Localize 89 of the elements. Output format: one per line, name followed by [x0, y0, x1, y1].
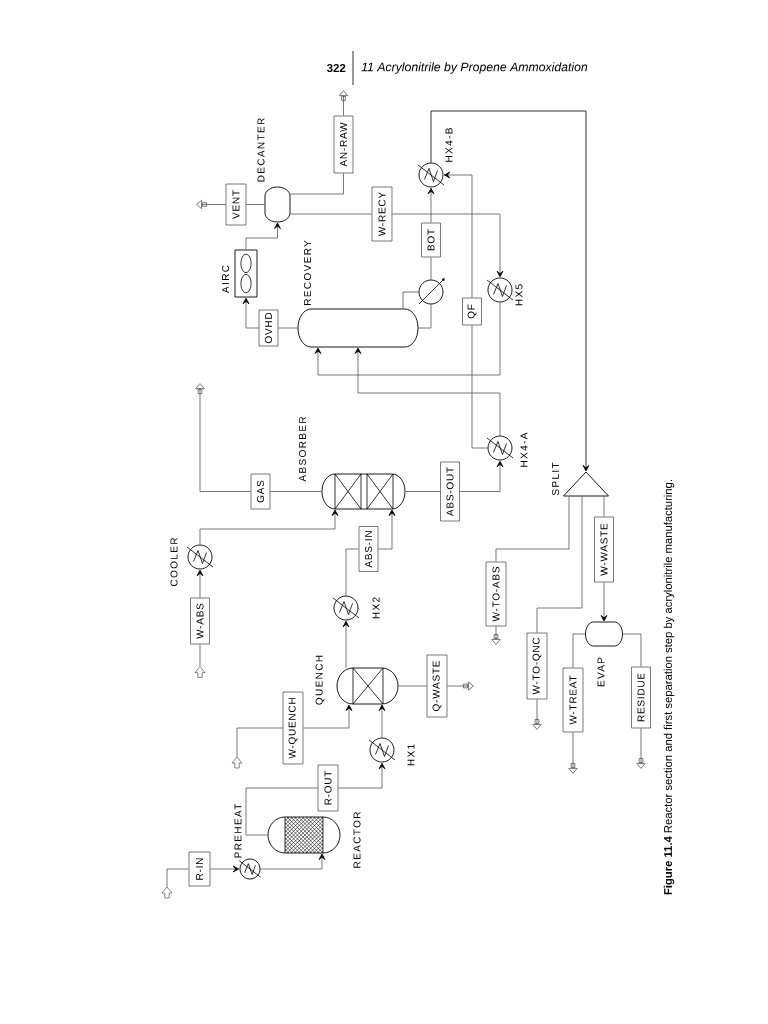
- unit-label: SPLIT: [551, 462, 559, 496]
- stream-label: AN-RAW: [333, 115, 354, 174]
- flow-line: [245, 787, 319, 836]
- stream-label: R-OUT: [317, 764, 339, 812]
- flow-line: [622, 633, 642, 668]
- flow-line: [196, 199, 227, 210]
- flow-line: [260, 853, 326, 870]
- flow-line: [199, 509, 339, 545]
- flow-line: [314, 302, 501, 376]
- flow-line: [636, 727, 646, 769]
- flow-line: [289, 172, 344, 195]
- flow-line: [572, 633, 586, 669]
- flow-line: [446, 681, 474, 691]
- unit-label: HX5: [515, 284, 523, 306]
- stream-label: OVHD: [258, 309, 279, 347]
- flow-line: [338, 90, 349, 117]
- flow-line: [345, 548, 360, 596]
- flow-line: [568, 731, 578, 774]
- flow-line: [245, 204, 266, 205]
- feed-arrow: [231, 756, 243, 769]
- flow-line: [269, 491, 323, 492]
- stream-label: Q-WASTE: [426, 654, 448, 718]
- flow-line: [404, 491, 441, 492]
- flow-line: [277, 327, 299, 329]
- stream-label: RESIDUE: [631, 666, 651, 729]
- feed-arrow: [161, 886, 173, 899]
- flow-line: [495, 495, 570, 563]
- reboiler: [418, 278, 445, 305]
- stream-label: ABS-IN: [358, 526, 379, 572]
- stream-label: W-TO-ABS: [485, 561, 507, 627]
- flow-line: [342, 620, 350, 669]
- unit-label: HX1: [407, 744, 415, 766]
- stream-label: W-QUENCH: [282, 691, 304, 765]
- flow-line: [536, 495, 583, 634]
- flow-line: [603, 495, 605, 518]
- flow-line: [491, 625, 501, 645]
- flow-line: [245, 222, 281, 250]
- flow-line: [397, 685, 428, 687]
- stream-label: BOT: [421, 222, 441, 258]
- flow-line: [391, 213, 504, 278]
- stream-label: W-RECY: [371, 186, 393, 242]
- unit-label: AIRC: [221, 265, 229, 293]
- flow-line: [430, 256, 432, 280]
- unit-label: HX4-B: [445, 128, 453, 162]
- stream-label: W-TREAT: [562, 667, 584, 733]
- flow-line: [199, 643, 201, 667]
- flow-line: [430, 110, 590, 472]
- stream-label: VENT: [225, 183, 247, 226]
- stream-label: W-WASTE: [594, 516, 614, 583]
- unit-label: ABSORBER: [298, 416, 306, 482]
- flow-line: [196, 569, 204, 599]
- flow-line: [427, 187, 435, 224]
- unit-label: QUENCH: [315, 655, 325, 705]
- unit-label: COOLER: [170, 537, 178, 587]
- page-number: 322: [326, 63, 346, 73]
- stream-label: QF: [462, 297, 482, 326]
- flow-line: [337, 762, 386, 789]
- flow-line: [459, 460, 504, 492]
- flow-line: [302, 704, 353, 729]
- stream-label: R-IN: [188, 851, 211, 887]
- running-head: 11 Acrylonitrile by Propene Ammoxidation: [361, 62, 588, 74]
- unit-label: REACTOR: [353, 812, 361, 868]
- figure-caption: Figure 11.4 Reactor section and first separation step by acrylonitrile manufacturing.: [663, 480, 675, 895]
- flow-line: [195, 383, 252, 492]
- flow-line: [378, 704, 386, 738]
- flow-line: [209, 865, 240, 873]
- flow-line: [354, 347, 501, 436]
- flow-line: [236, 727, 284, 758]
- unit-label: HX4-A: [520, 432, 528, 467]
- flow-line: [471, 324, 488, 449]
- unit-label: RECOVERY: [303, 240, 311, 305]
- unit-label: PREHEAT: [234, 803, 242, 858]
- feed-arrow: [194, 666, 206, 678]
- flow-line: [600, 581, 608, 622]
- flow-line: [402, 291, 419, 310]
- flow-line: [289, 213, 373, 215]
- flow-line: [166, 868, 190, 888]
- stream-label: GAS: [250, 473, 271, 510]
- stream-label: W-ABS: [190, 597, 210, 645]
- flow-line: [443, 171, 473, 299]
- stream-label: ABS-OUT: [440, 461, 460, 522]
- unit-label: DECANTER: [257, 118, 265, 182]
- flow-line: [377, 509, 396, 550]
- unit-label: EVAP: [597, 657, 605, 687]
- unit-label: HX2: [372, 597, 380, 619]
- flow-line: [417, 304, 432, 329]
- stream-label: W-TO-QNC: [526, 632, 548, 700]
- flow-line: [242, 297, 260, 329]
- flow-line: [532, 698, 542, 730]
